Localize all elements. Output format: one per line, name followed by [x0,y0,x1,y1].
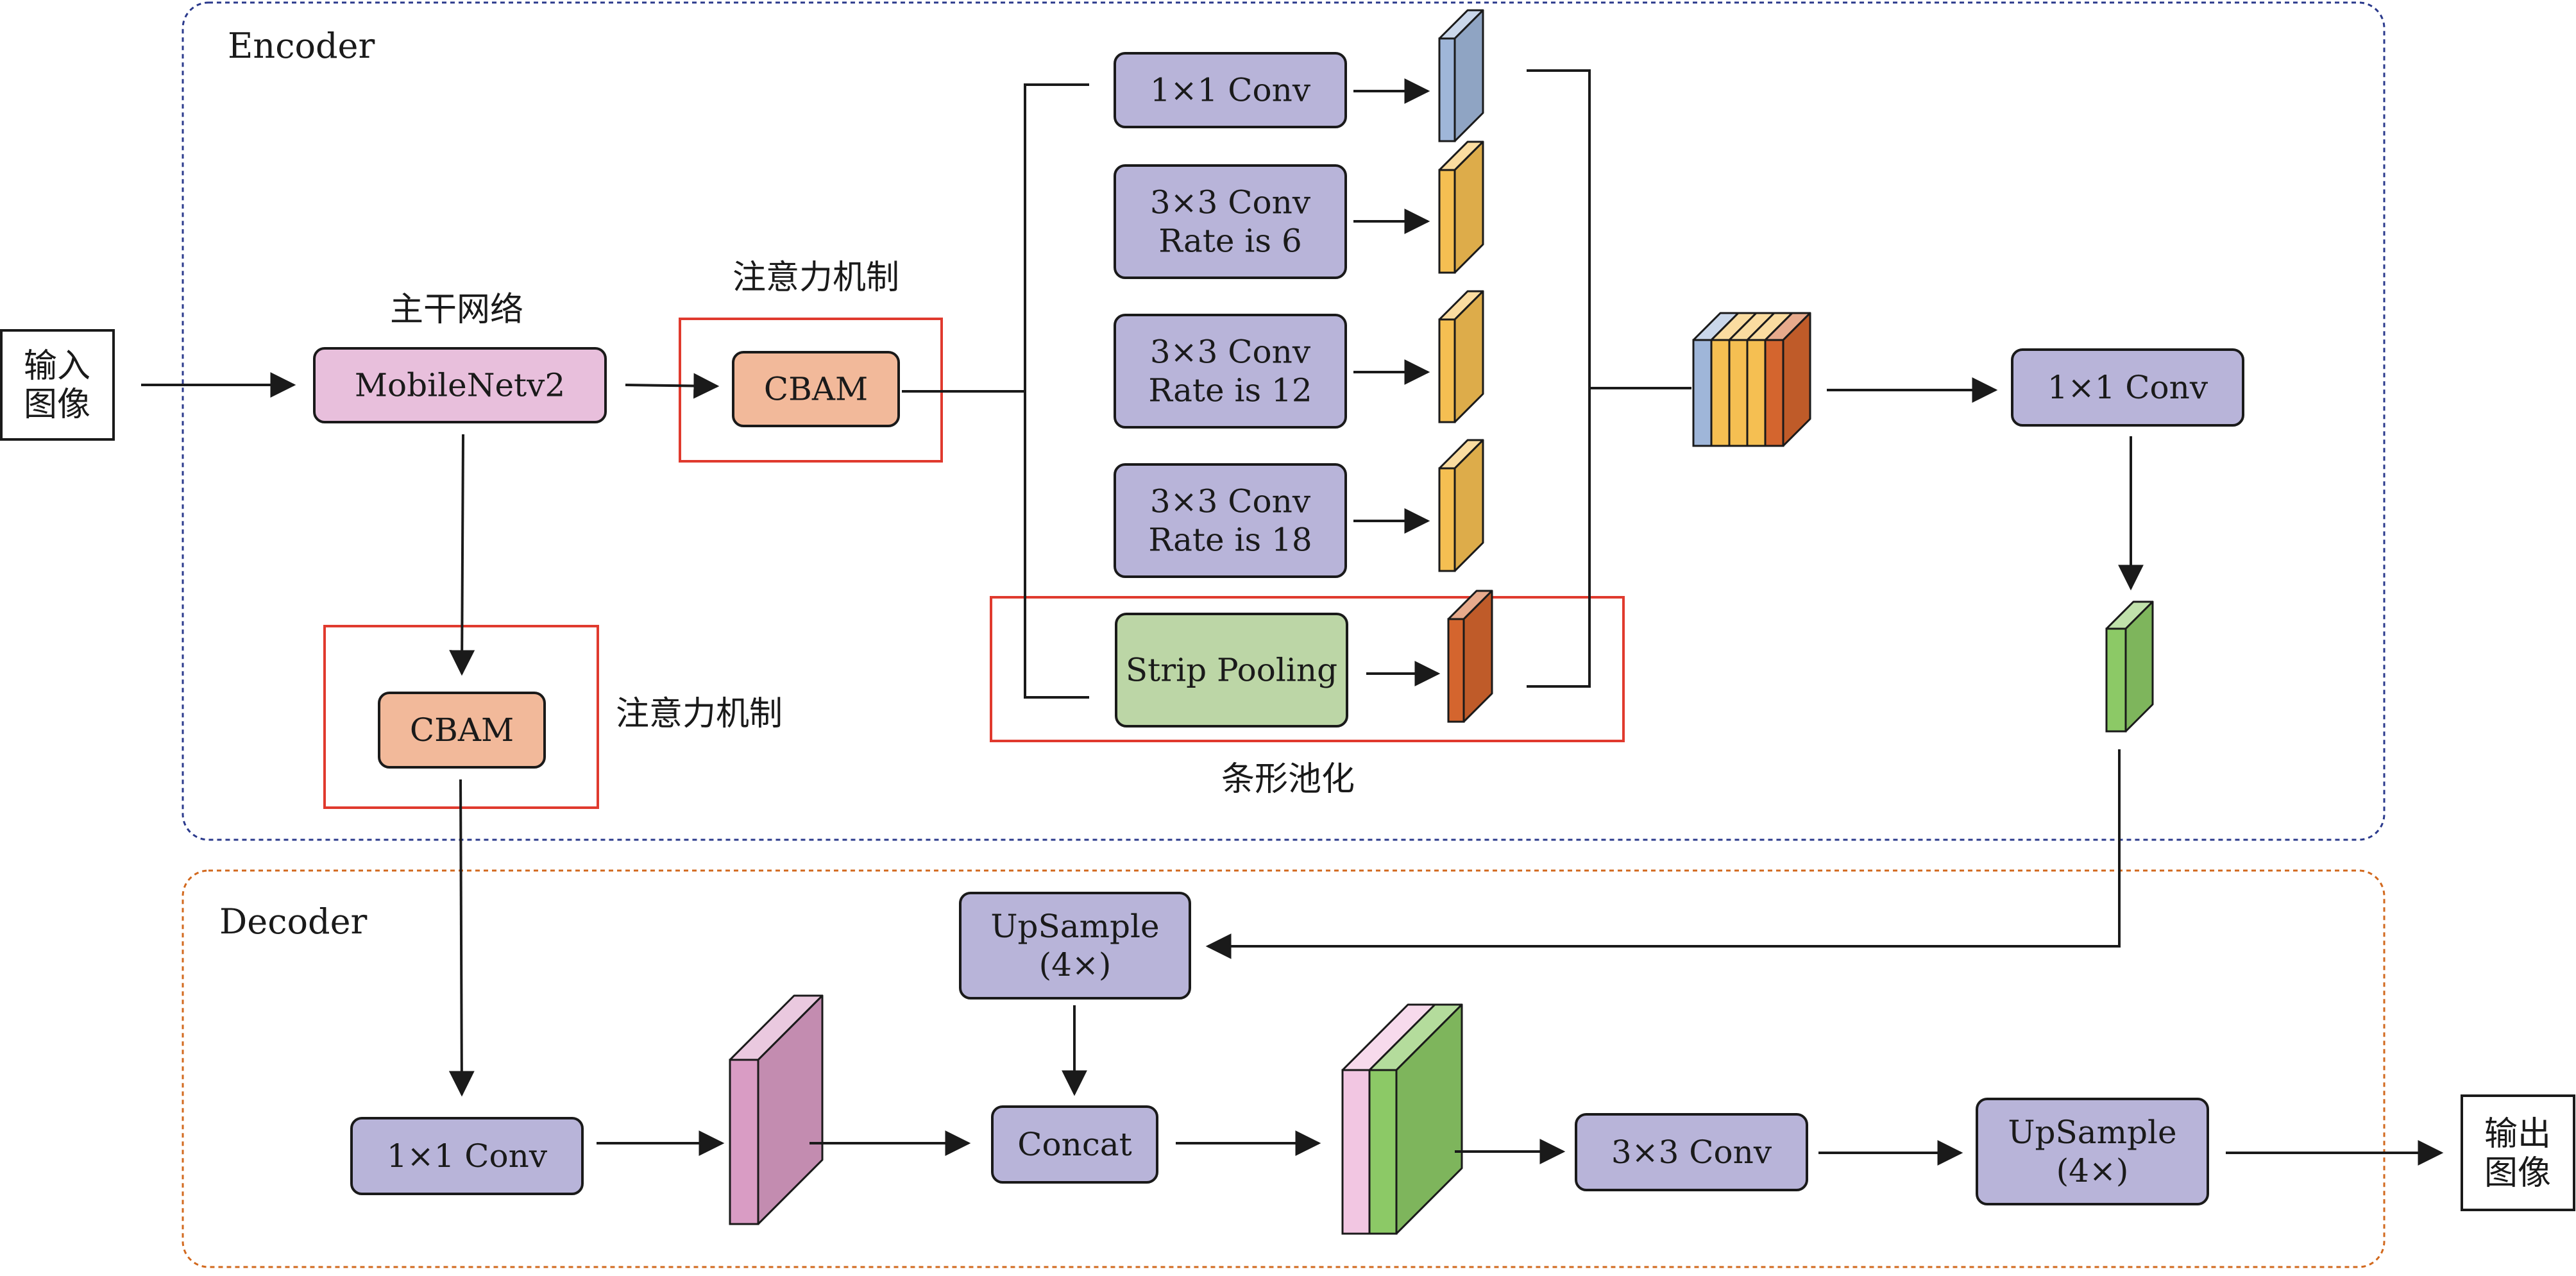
block-upsample-out: UpSample(4×) [1976,1098,2209,1205]
block-upsample-out-label-line1: UpSample [2008,1114,2176,1151]
line-aspp-bus-right [1527,69,1591,688]
block-upsample-dec-label-line2: (4×) [1039,946,1112,983]
block-conv3x3-dec: 3×3 Conv [1575,1113,1808,1191]
feature-map-rate6 [1438,140,1484,274]
attention-label-top: 注意力机制 [733,259,899,297]
block-conv1x1-aspp-label-line1: 1×1 Conv [1150,72,1311,109]
block-concat-label-line1: Concat [1017,1126,1131,1163]
strip-pooling-highlight [990,596,1625,742]
feature-map-decoder-concat [1341,1003,1463,1235]
connectors-layer [141,69,2444,1166]
block-mobilenet: MobileNetv2 [313,347,607,423]
block-conv1x1-enc-out-box [2011,348,2244,427]
block-conv3x3-dec-box [1575,1113,1808,1191]
block-upsample-dec-box [959,892,1191,1000]
output-image-label-line1: 输出 [2484,1115,2551,1153]
feature-maps-layer [729,9,2154,1235]
feature-map-conv1x1 [1438,9,1484,142]
block-conv1x1-dec-box [350,1117,584,1195]
line-aspp-bus-left [1024,83,1089,699]
block-strip-pooling-label-line1: Strip Pooling [1126,652,1337,689]
block-cbam-top: CBAM [732,351,900,427]
block-upsample-out-box [1976,1098,2209,1205]
block-conv1x1-aspp-box [1114,52,1347,128]
block-concat: Concat [991,1105,1158,1184]
block-cbam-top-box [732,351,900,427]
strip-pooling-caption: 条形池化 [1221,760,1355,799]
block-strip-pooling: Strip Pooling [1115,613,1348,727]
block-conv3x3-r12-box [1114,314,1347,429]
backbone-label: 主干网络 [390,291,523,329]
arrow-mobilenet-to-cbam-left [449,434,475,676]
block-upsample-dec: UpSample(4×) [959,892,1191,1000]
feature-map-rate12 [1438,290,1484,423]
block-conv3x3-r6-box [1114,164,1347,279]
block-conv1x1-dec: 1×1 Conv [350,1117,584,1195]
encoder-section [182,1,2385,841]
output-image-box [2461,1094,2575,1211]
block-concat-box [991,1105,1158,1184]
block-conv3x3-r6-label-line2: Rate is 6 [1158,223,1302,260]
block-conv3x3-r18-label-line2: Rate is 18 [1148,522,1312,559]
block-cbam-left-box [378,692,546,769]
block-conv3x3-dec-label-line1: 3×3 Conv [1611,1134,1772,1171]
block-conv1x1-dec-label-line1: 1×1 Conv [387,1137,548,1175]
feature-map-aspp-concat [1692,312,1811,447]
output-image-label-line2: 图像 [2484,1154,2551,1193]
feature-map-encoder-output [2105,600,2154,733]
arrow-mobilenet-to-cbam [625,373,720,399]
feature-map-low-level [729,994,824,1225]
arrow-cbam-left-to-conv1x1 [448,779,475,1097]
block-cbam-top-label-line1: CBAM [764,371,868,408]
input-image-label-line1: 输入 [24,347,90,386]
block-conv1x1-enc-out-label-line1: 1×1 Conv [2047,369,2208,406]
block-conv3x3-r12-label-line1: 3×3 Conv [1150,334,1311,371]
block-conv3x3-r12-label-line2: Rate is 12 [1148,372,1312,409]
block-conv3x3-r18-label-line1: 3×3 Conv [1150,483,1311,520]
feature-map-rate18 [1438,439,1484,572]
block-conv3x3-r18-box [1114,463,1347,578]
block-upsample-dec-label-line1: UpSample [990,908,1159,945]
input-image-label-line2: 图像 [24,386,90,424]
arrow-encoder-out-to-upsample [1205,749,2121,959]
block-cbam-left: CBAM [378,692,546,769]
feature-map-strip-pooling [1447,590,1493,723]
block-mobilenet-box [313,347,607,423]
attention-label-left: 注意力机制 [616,695,783,733]
block-conv3x3-r6-label-line1: 3×3 Conv [1150,184,1311,221]
block-strip-pooling-box [1115,613,1348,727]
block-upsample-out-label-line2: (4×) [2056,1152,2129,1189]
encoder-title: Encoder [228,26,375,66]
block-conv1x1-aspp: 1×1 Conv [1114,52,1347,128]
block-cbam-left-label-line1: CBAM [410,711,514,749]
block-mobilenet-label-line1: MobileNetv2 [355,367,565,404]
decoder-section [182,869,2385,1268]
block-conv1x1-enc-out: 1×1 Conv [2011,348,2244,427]
input-image-box [0,329,115,441]
decoder-title: Decoder [219,901,368,942]
